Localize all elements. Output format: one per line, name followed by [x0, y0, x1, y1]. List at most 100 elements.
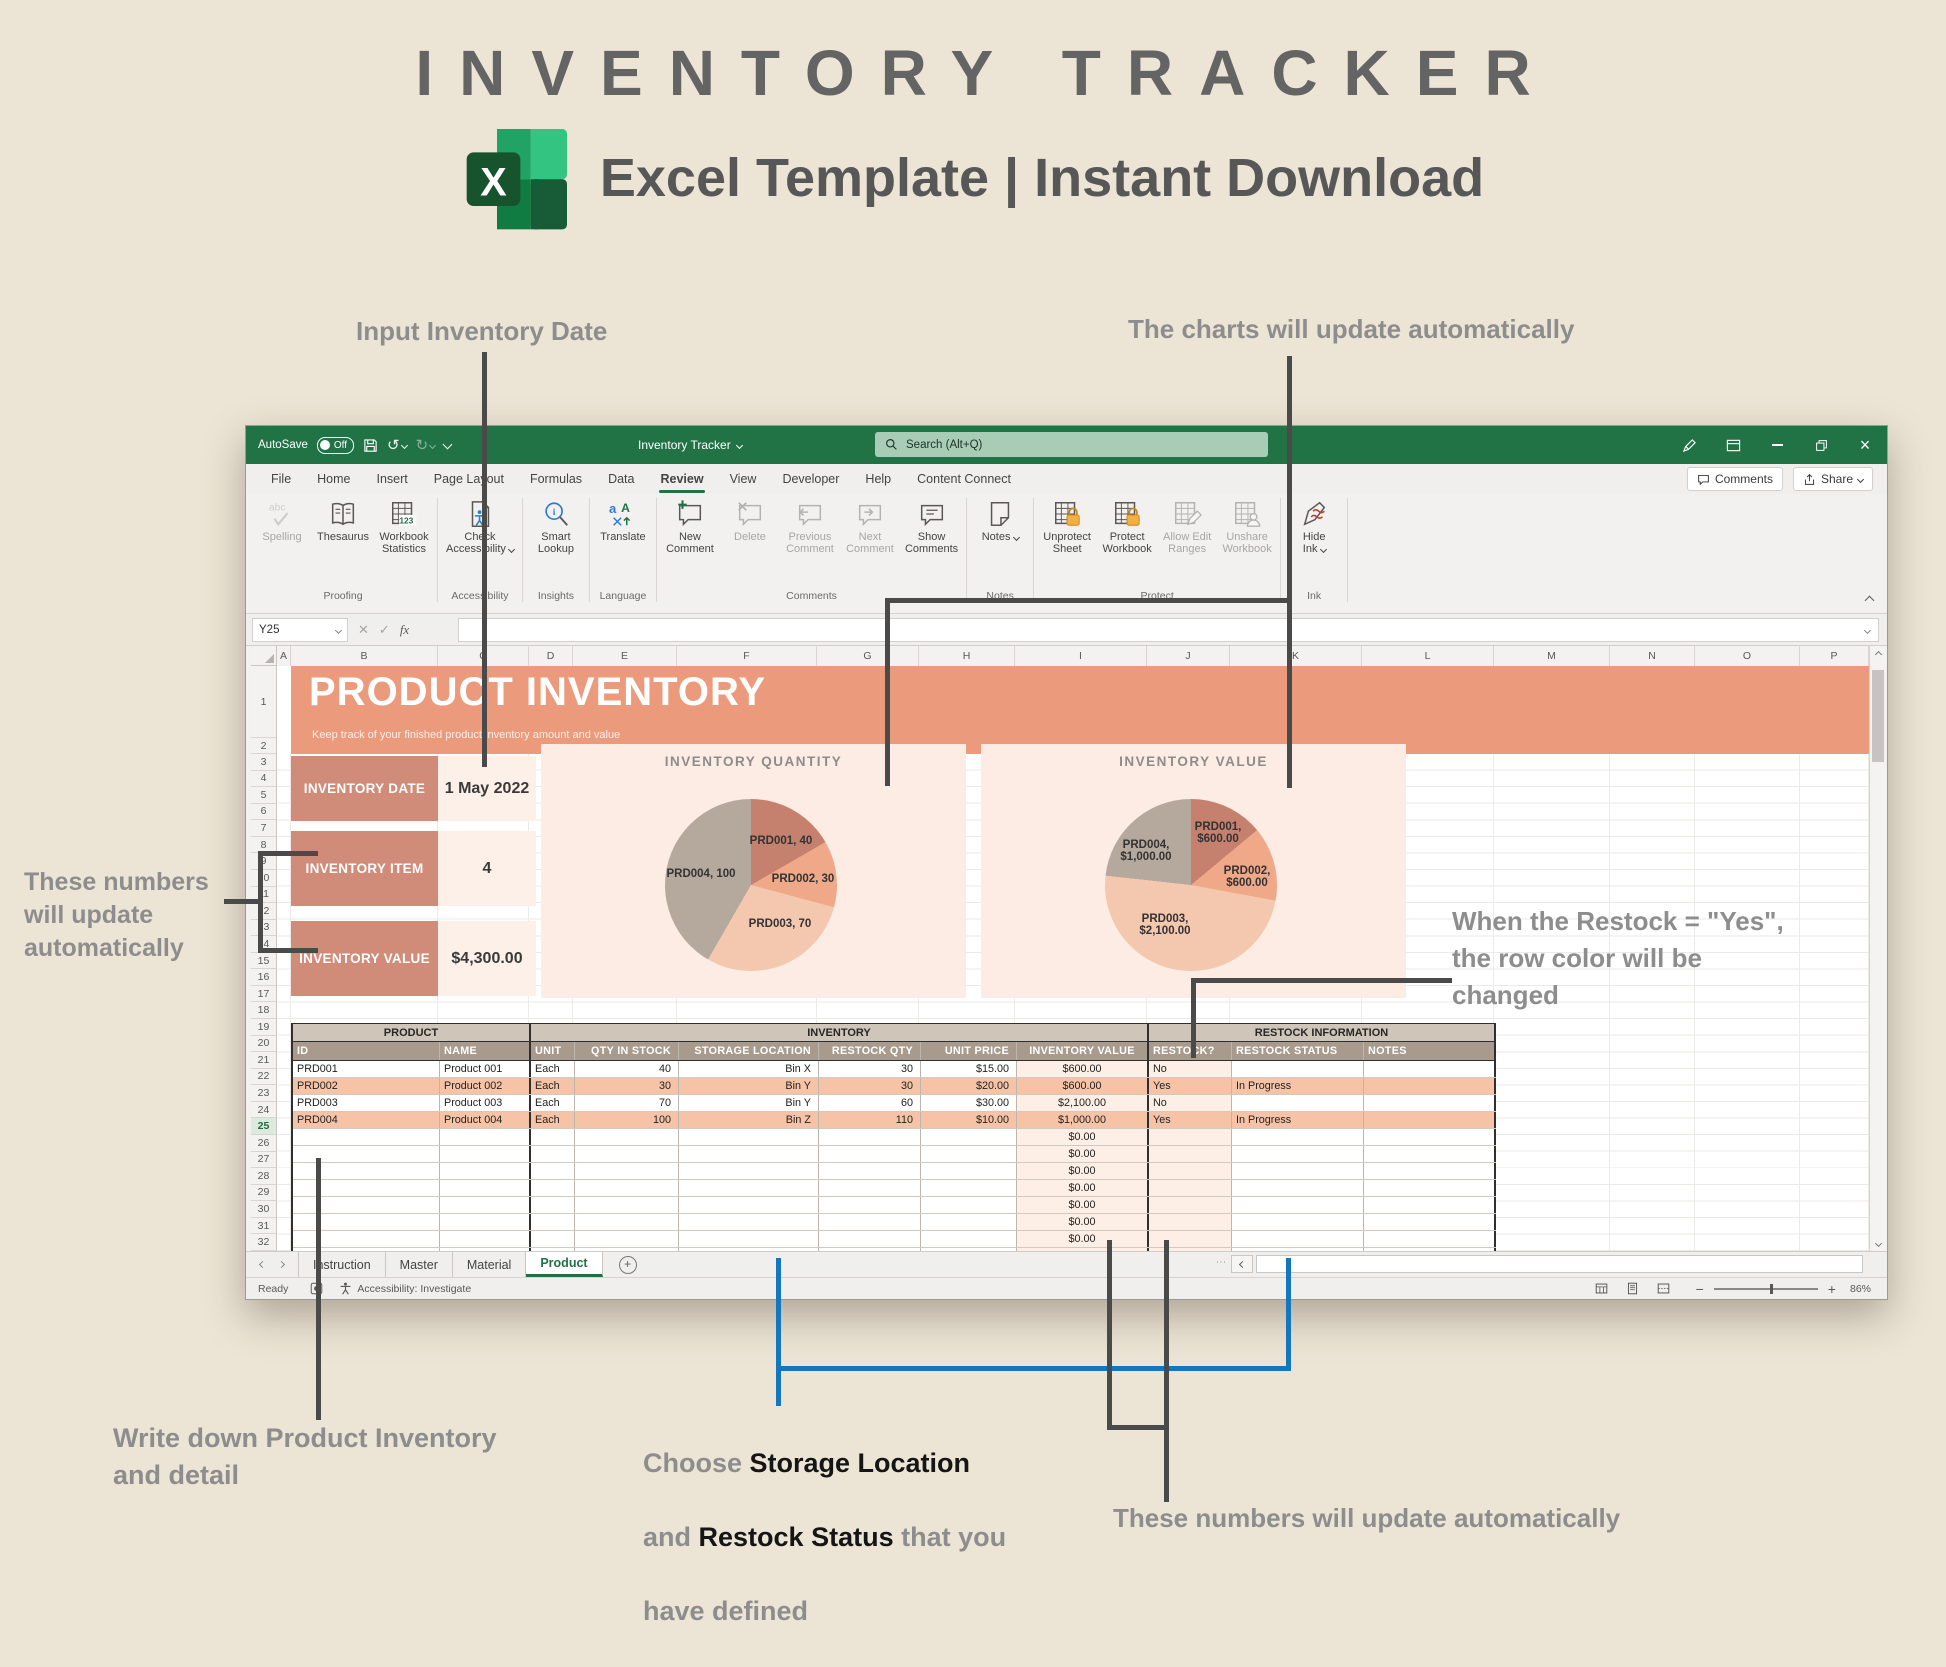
normal-view-icon[interactable]	[1595, 1282, 1608, 1295]
cell-status[interactable]	[1232, 1129, 1364, 1145]
menu-tab-insert[interactable]: Insert	[376, 472, 408, 486]
table-header-inventory-value[interactable]: INVENTORY VALUE	[1017, 1042, 1149, 1060]
cell-id[interactable]: PRD001	[293, 1061, 440, 1077]
cell-restock_qty[interactable]	[819, 1248, 921, 1251]
prev-sheet-icon[interactable]	[258, 1260, 267, 1269]
cell-restock_qty[interactable]: 60	[819, 1095, 921, 1111]
cell-inventory_value[interactable]: $0.00	[1017, 1231, 1149, 1247]
cell-notes[interactable]	[1364, 1180, 1496, 1196]
column-header-h[interactable]: H	[919, 646, 1015, 666]
vertical-scroll-thumb[interactable]	[1872, 670, 1884, 762]
menu-tab-page-layout[interactable]: Page Layout	[433, 472, 504, 486]
scroll-up-icon[interactable]	[1870, 646, 1887, 662]
cell-qty[interactable]	[575, 1248, 679, 1251]
vertical-scrollbar[interactable]	[1869, 646, 1886, 1251]
ribbon-button-new-comment[interactable]: New Comment	[660, 499, 720, 556]
cell-notes[interactable]	[1364, 1146, 1496, 1162]
column-header-d[interactable]: D	[529, 646, 573, 666]
column-header-i[interactable]: I	[1015, 646, 1147, 666]
cell-location[interactable]	[679, 1214, 819, 1230]
ribbon-button-unshare-workbook[interactable]: Unshare Workbook	[1217, 499, 1277, 556]
cell-restock_qty[interactable]	[819, 1214, 921, 1230]
table-row-empty[interactable]: $0.00	[293, 1214, 1496, 1231]
cell-inventory_value[interactable]: $0.00	[1017, 1214, 1149, 1230]
row-header-23[interactable]: 23	[251, 1085, 277, 1102]
cell-location[interactable]	[679, 1180, 819, 1196]
row-header-5[interactable]: 5	[251, 787, 277, 804]
cell-id[interactable]: PRD002	[293, 1078, 440, 1094]
table-header-restock-qty[interactable]: RESTOCK QTY	[819, 1042, 921, 1060]
ribbon-display-icon[interactable]	[1711, 426, 1755, 464]
cell-notes[interactable]	[1364, 1248, 1496, 1251]
cell-restock_qty[interactable]: 30	[819, 1061, 921, 1077]
cell-unit_price[interactable]	[921, 1180, 1017, 1196]
cell-notes[interactable]	[1364, 1061, 1496, 1077]
cell-qty[interactable]	[575, 1231, 679, 1247]
sheet-tab-material[interactable]: Material	[453, 1252, 527, 1277]
cell-inventory_value[interactable]: $0.00	[1017, 1129, 1149, 1145]
table-header-name[interactable]: NAME	[440, 1042, 531, 1060]
row-header-32[interactable]: 32	[251, 1234, 277, 1251]
column-header-e[interactable]: E	[573, 646, 677, 666]
column-header-j[interactable]: J	[1147, 646, 1230, 666]
cell-status[interactable]	[1232, 1095, 1364, 1111]
row-header-15[interactable]: 15	[251, 952, 277, 970]
cell-unit_price[interactable]	[921, 1163, 1017, 1179]
row-header-13[interactable]: 13	[251, 919, 277, 937]
scroll-down-icon[interactable]	[1870, 1235, 1887, 1251]
column-header-b[interactable]: B	[291, 646, 438, 666]
row-header-7[interactable]: 7	[251, 820, 277, 837]
cell-inventory_value[interactable]: $1,000.00	[1017, 1112, 1149, 1128]
cell-id[interactable]: PRD004	[293, 1112, 440, 1128]
row-header-11[interactable]: 11	[251, 886, 277, 904]
info-card-inventory-date[interactable]: INVENTORY DATE 1 May 2022	[291, 756, 536, 821]
table-header-qty-in-stock[interactable]: QTY IN STOCK	[575, 1042, 679, 1060]
cell-id[interactable]	[293, 1248, 440, 1251]
row-header-28[interactable]: 28	[251, 1168, 277, 1185]
new-sheet-button[interactable]: +	[618, 1256, 637, 1274]
cell-id[interactable]	[293, 1129, 440, 1145]
column-header-a[interactable]: A	[277, 646, 291, 666]
cell-unit[interactable]	[531, 1214, 575, 1230]
cell-location[interactable]: Bin X	[679, 1061, 819, 1077]
cell-location[interactable]: Bin Y	[679, 1078, 819, 1094]
info-card-inventory-item[interactable]: INVENTORY ITEM 4	[291, 831, 536, 906]
cell-restock_qty[interactable]	[819, 1180, 921, 1196]
table-header-storage-location[interactable]: STORAGE LOCATION	[679, 1042, 819, 1060]
row-header-22[interactable]: 22	[251, 1068, 277, 1086]
cell-unit_price[interactable]: $10.00	[921, 1112, 1017, 1128]
cell-qty[interactable]	[575, 1197, 679, 1213]
row-header-9[interactable]: 9	[251, 853, 277, 870]
menu-tab-home[interactable]: Home	[317, 472, 351, 486]
cell-notes[interactable]	[1364, 1214, 1496, 1230]
column-header-f[interactable]: F	[677, 646, 817, 666]
cell-notes[interactable]	[1364, 1197, 1496, 1213]
sheet-tab-master[interactable]: Master	[386, 1252, 453, 1277]
cell-restock[interactable]	[1149, 1129, 1232, 1145]
row-header-12[interactable]: 12	[251, 903, 277, 920]
cell-name[interactable]	[440, 1248, 531, 1251]
cell-qty[interactable]	[575, 1146, 679, 1162]
cell-status[interactable]	[1232, 1197, 1364, 1213]
select-all-corner[interactable]	[251, 646, 277, 666]
menu-tab-review[interactable]: Review	[647, 464, 716, 494]
cell-id[interactable]	[293, 1163, 440, 1179]
cell-id[interactable]	[293, 1231, 440, 1247]
cell-status[interactable]	[1232, 1180, 1364, 1196]
cell-restock[interactable]	[1149, 1163, 1232, 1179]
row-header-4[interactable]: 4	[251, 770, 277, 788]
cell-restock_qty[interactable]	[819, 1163, 921, 1179]
row-header-2[interactable]: 2	[251, 738, 277, 754]
cell-restock_qty[interactable]: 30	[819, 1078, 921, 1094]
zoom-level[interactable]: 86%	[1849, 1282, 1871, 1295]
cell-notes[interactable]	[1364, 1129, 1496, 1145]
table-row-empty[interactable]: $0.00	[293, 1197, 1496, 1214]
ribbon-button-check-accessibility[interactable]: Check Accessibility	[441, 499, 519, 556]
table-row-empty[interactable]: $0.00	[293, 1146, 1496, 1163]
name-box[interactable]: Y25	[252, 618, 348, 642]
ribbon-button-protect-workbook[interactable]: Protect Workbook	[1097, 499, 1157, 556]
row-header-20[interactable]: 20	[251, 1035, 277, 1053]
